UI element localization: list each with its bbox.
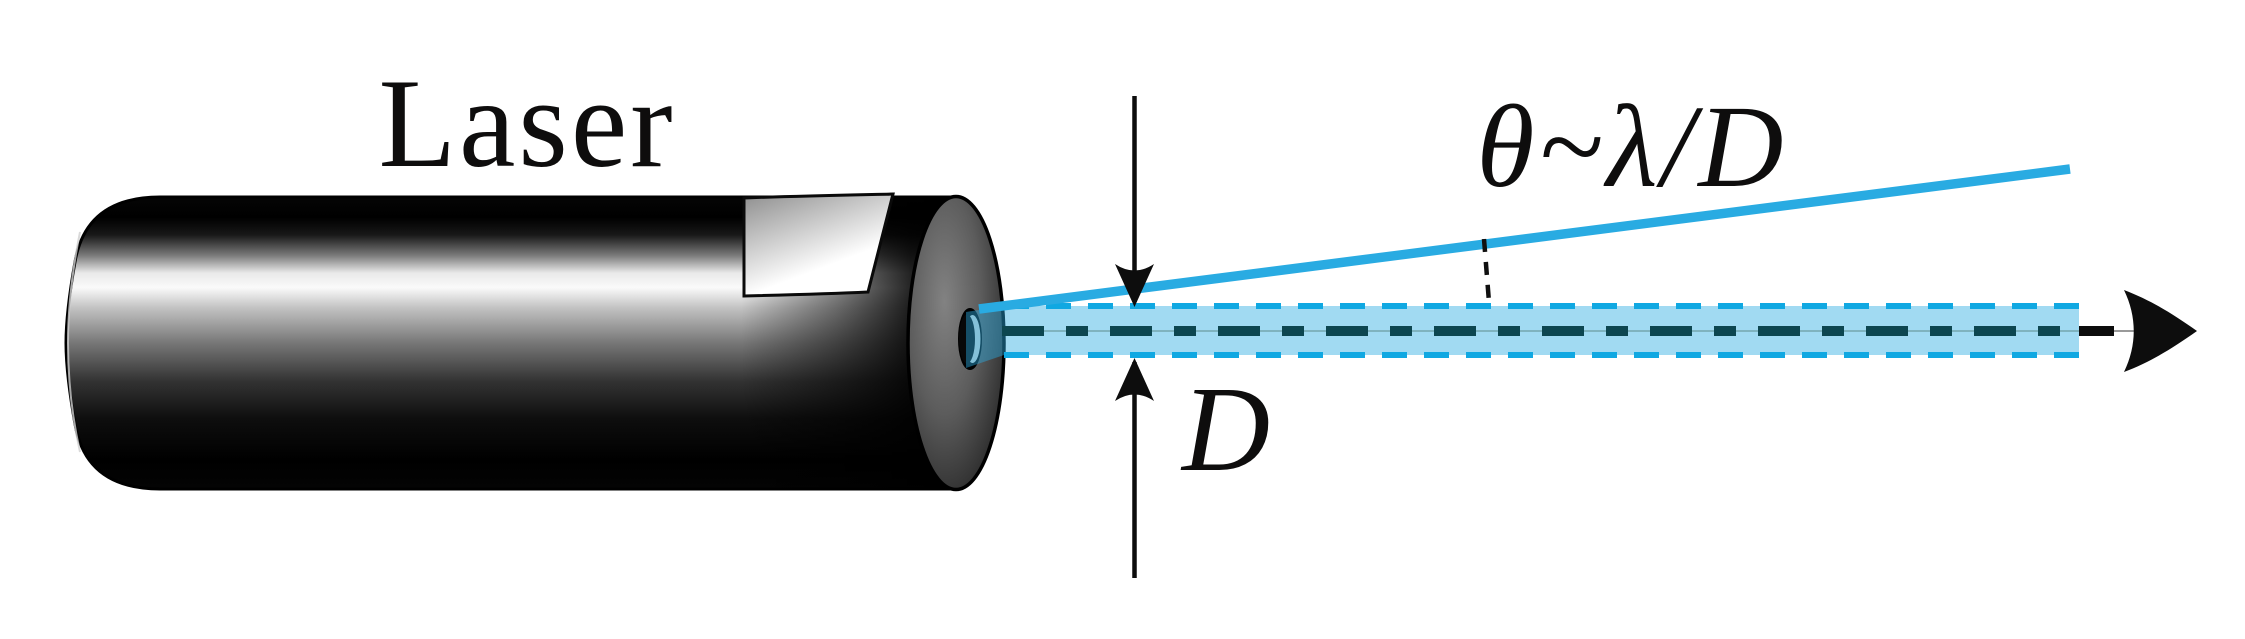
beam-axis-arrowhead	[2124, 290, 2197, 372]
aperture-dimension	[1115, 96, 1154, 578]
laser-device	[64, 192, 1006, 492]
laser-beam	[966, 290, 2197, 372]
laser-label: Laser	[378, 54, 675, 194]
dimension-arrow-up	[1115, 358, 1154, 401]
divergence-line	[978, 164, 2071, 314]
aperture-bore	[959, 314, 975, 364]
laser-label-patch	[742, 192, 895, 298]
aperture-diameter-label: D	[1180, 362, 1270, 497]
laser-face	[906, 194, 1006, 492]
dimension-arrow-down	[1115, 264, 1154, 307]
divergence-angle-label: θ~λ/D	[1477, 81, 1788, 212]
beam-region	[966, 306, 2079, 368]
laser-body-front-shade	[66, 197, 957, 490]
laser-left-rim-highlight	[66, 231, 81, 453]
laser-aperture	[958, 308, 982, 370]
angle-tick	[1481, 238, 1492, 303]
